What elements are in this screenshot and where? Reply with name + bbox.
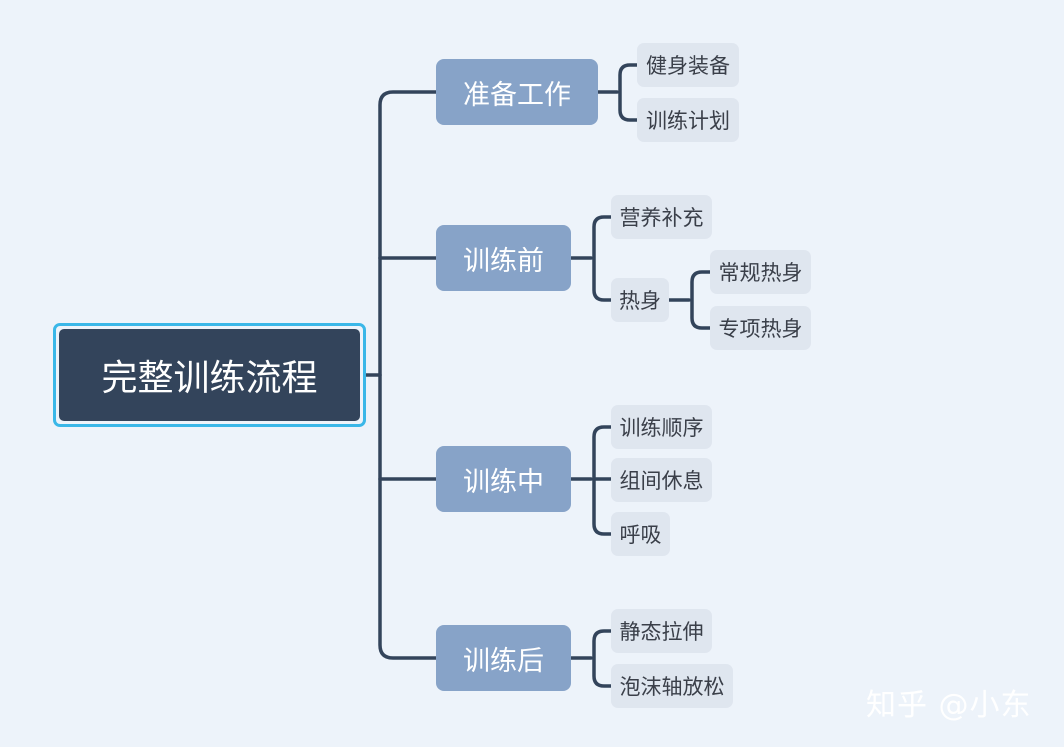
leaf-node-rest-between-sets[interactable]: 组间休息 xyxy=(611,458,712,502)
leaf-node-breathing[interactable]: 呼吸 xyxy=(611,512,670,556)
connector-trunk xyxy=(378,90,438,660)
connector-after xyxy=(569,629,613,688)
root-node-label: 完整训练流程 xyxy=(59,329,360,421)
watermark-text: 知乎 @小东 xyxy=(866,688,1032,723)
branch-node-preparation[interactable]: 准备工作 xyxy=(436,59,598,125)
leaf-node-training-order[interactable]: 训练顺序 xyxy=(611,405,712,449)
branch-node-before-training[interactable]: 训练前 xyxy=(436,225,571,291)
leaf-node-static-stretch[interactable]: 静态拉伸 xyxy=(611,609,712,653)
leaf-node-foam-roller[interactable]: 泡沫轴放松 xyxy=(611,664,733,708)
leaf-node-specific-warmup[interactable]: 专项热身 xyxy=(710,306,811,350)
connector-warmup xyxy=(667,270,712,330)
connector-before xyxy=(569,215,613,302)
connector-during xyxy=(569,425,613,536)
leaf-node-training-plan[interactable]: 训练计划 xyxy=(637,98,739,142)
branch-node-during-training[interactable]: 训练中 xyxy=(436,446,571,512)
connector-prep xyxy=(596,63,639,122)
subbranch-node-warmup[interactable]: 热身 xyxy=(611,278,669,322)
leaf-node-nutrition[interactable]: 营养补充 xyxy=(611,195,712,239)
leaf-node-regular-warmup[interactable]: 常规热身 xyxy=(710,250,811,294)
root-node[interactable]: 完整训练流程 xyxy=(53,323,366,427)
leaf-node-fitness-gear[interactable]: 健身装备 xyxy=(637,43,739,87)
branch-node-after-training[interactable]: 训练后 xyxy=(436,625,571,691)
